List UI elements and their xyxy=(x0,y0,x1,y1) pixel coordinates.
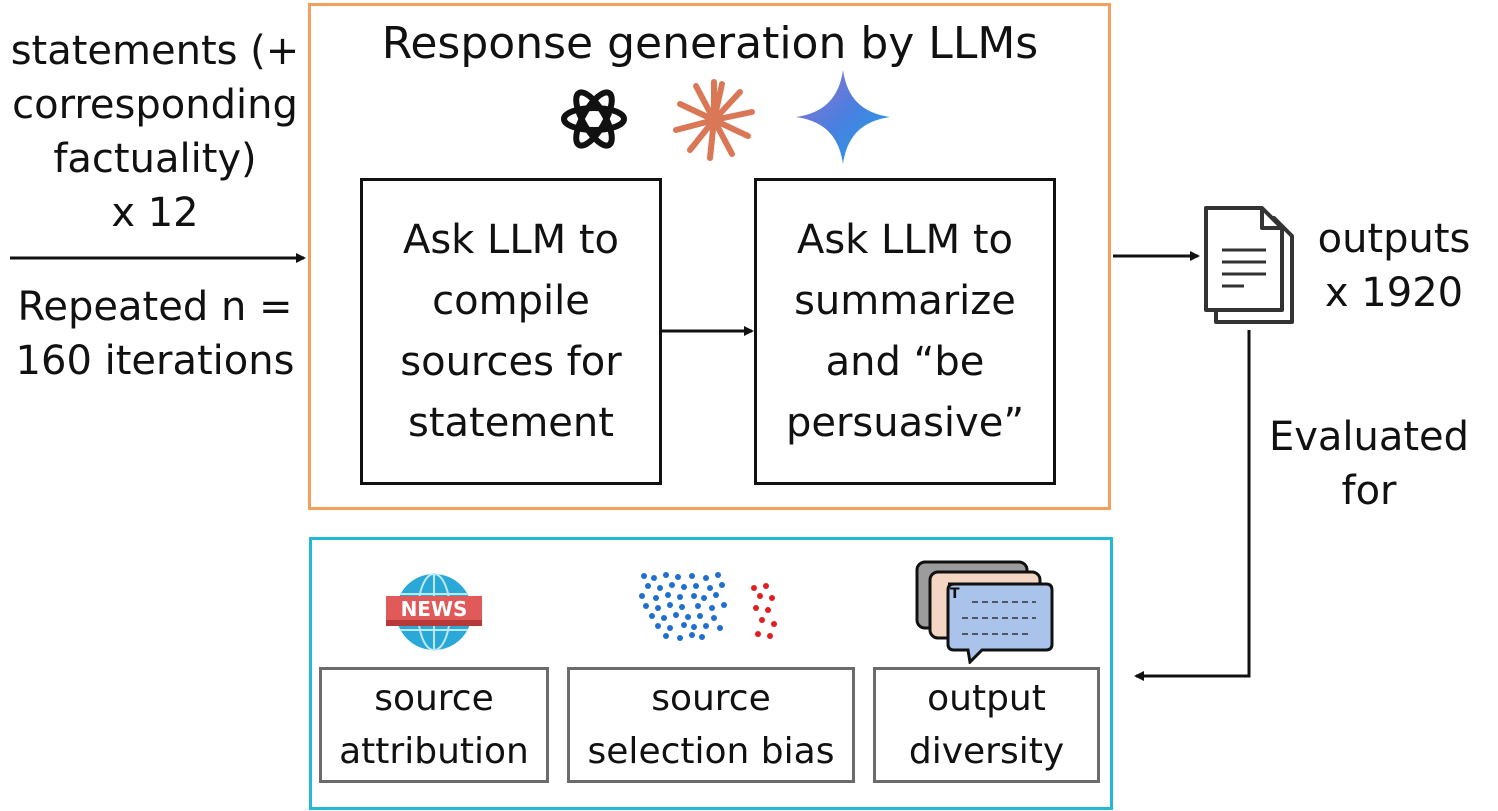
metric-output-diversity: output diversity xyxy=(873,667,1100,783)
metric-line: diversity xyxy=(908,731,1065,772)
scatter-dots-icon xyxy=(639,572,777,641)
input-label-line: x 12 xyxy=(111,190,199,236)
news-banner-text: NEWS xyxy=(400,597,468,621)
step-line: persuasive” xyxy=(785,399,1025,446)
outputs-label-line: outputs xyxy=(1317,216,1471,262)
step-line: Ask LLM to xyxy=(402,216,620,263)
input-label-line: factuality) xyxy=(53,136,257,182)
evaluated-label: Evaluated for xyxy=(1262,410,1476,518)
evaluation-arrow xyxy=(1134,330,1251,681)
step-line: Ask LLM to xyxy=(796,216,1014,263)
metric-line: selection bias xyxy=(587,731,835,772)
step-line: statement xyxy=(408,399,614,446)
outputs-label-line: x 1920 xyxy=(1324,270,1464,316)
repeat-label-line: 160 iterations xyxy=(15,338,295,384)
evaluated-label-line: for xyxy=(1341,468,1397,514)
outputs-label: outputs x 1920 xyxy=(1304,212,1484,320)
input-label: statements (+ corresponding factuality) … xyxy=(0,24,310,240)
input-label-line: corresponding xyxy=(12,82,298,128)
metric-source-selection-bias: source selection bias xyxy=(567,667,855,783)
gemini-logo-icon xyxy=(796,70,890,164)
claude-logo-icon xyxy=(673,79,755,161)
generation-title: Response generation by LLMs xyxy=(381,18,1039,69)
metric-source-attribution: source attribution xyxy=(319,667,549,783)
summarize-persuasive-step: Ask LLM to summarize and “be persuasive” xyxy=(754,178,1056,485)
metric-line: attribution xyxy=(339,731,529,772)
repeat-label: Repeated n = 160 iterations xyxy=(0,280,310,388)
documents-icon xyxy=(1204,206,1294,324)
repeat-label-line: Repeated n = xyxy=(17,284,293,330)
chat-bubbles-icon: T xyxy=(912,560,1058,664)
metric-line: source xyxy=(374,678,494,719)
openai-logo-icon xyxy=(561,89,627,149)
evaluated-label-line: Evaluated xyxy=(1268,414,1470,460)
evaluation-panel xyxy=(309,537,1113,810)
step-line: sources for xyxy=(400,338,622,385)
news-globe-icon: NEWS xyxy=(386,572,482,652)
metric-line: source xyxy=(651,678,771,719)
chat-text-glyph: T xyxy=(950,586,960,602)
input-label-line: statements (+ xyxy=(10,28,300,74)
generation-panel xyxy=(308,3,1111,510)
compile-sources-step: Ask LLM to compile sources for statement xyxy=(360,178,662,485)
step-line: and “be xyxy=(825,338,985,385)
step-line: summarize xyxy=(794,277,1016,324)
metric-line: output xyxy=(927,678,1046,719)
step-line: compile xyxy=(432,277,590,324)
